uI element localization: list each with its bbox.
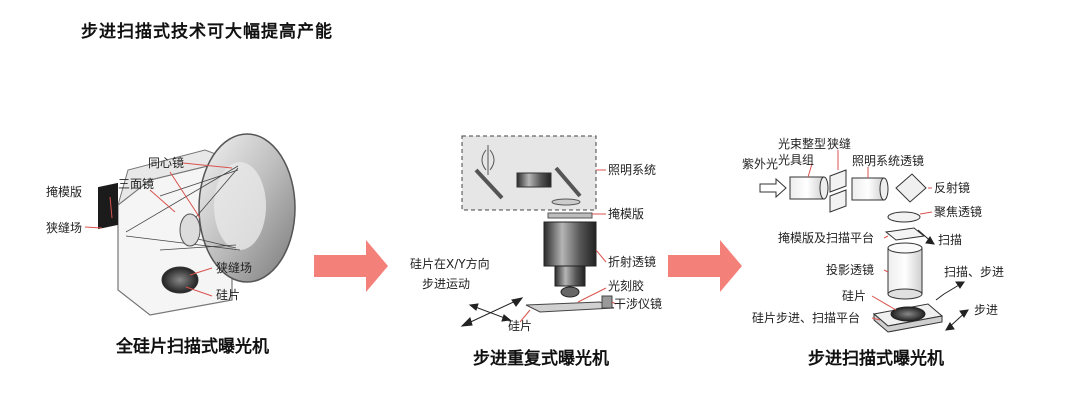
label-photoresist: 光刻胶 xyxy=(608,278,644,293)
label-leaders xyxy=(84,162,233,297)
caption-scanner: 步进扫描式曝光机 xyxy=(808,348,944,369)
label-projection-lens: 投影透镜 xyxy=(826,262,874,277)
illum-cylinder xyxy=(516,172,552,188)
label-stepper-mask: 掩模版 xyxy=(608,207,644,221)
stepper-leaders xyxy=(519,169,617,323)
lens-tip xyxy=(560,286,580,298)
dish-inner xyxy=(214,162,266,250)
panel-stepper: 照明系统 掩模版 折射透镜 光刻胶 干涉仪镜 硅片 硅片在X/Y方向 步进运动 … xyxy=(410,135,662,369)
label-illumination: 照明系统 xyxy=(608,163,656,177)
mask-plate xyxy=(98,182,118,230)
label-wafer: 硅片 xyxy=(216,288,240,302)
flow-arrow-2 xyxy=(668,240,742,292)
small-concentric-lens xyxy=(179,213,201,247)
scanner-projection-lens xyxy=(887,247,923,295)
label-beam-shaping-1: 光束整型 xyxy=(778,136,826,151)
proj-lens-top xyxy=(887,242,923,254)
focus-lens xyxy=(887,211,921,223)
scan-step-arrows xyxy=(935,281,969,331)
label-scanner-wafer: 硅片 xyxy=(842,289,866,303)
projection-lens-top xyxy=(543,221,597,267)
label-slit-field-right: 狭缝场 xyxy=(216,260,252,275)
label-illum-lens: 照明系统透镜 xyxy=(852,153,924,168)
caption-stepper: 步进重复式曝光机 xyxy=(473,348,609,369)
reflector-mirror xyxy=(895,173,927,203)
label-step: 步进 xyxy=(974,303,998,317)
slit-plate-bottom xyxy=(829,189,847,213)
label-slit: 狭缝 xyxy=(827,136,851,151)
lamp-icon xyxy=(481,145,495,175)
projection-lens-bottom xyxy=(554,265,586,287)
illum-lens-end xyxy=(879,177,889,201)
condenser-lens xyxy=(551,198,581,206)
panel-full-wafer: 同心镜 掩模版 三面镜 狭缝场 狭缝场 硅片 全硅片扫描式曝光机 xyxy=(46,133,296,357)
label-refractive-lens: 折射透镜 xyxy=(608,254,656,269)
wafer-stage xyxy=(525,301,615,313)
proj-lens-bottom xyxy=(887,288,923,300)
label-mask-stage: 掩模版及扫描平台 xyxy=(778,230,874,245)
label-concentric-mirror: 同心镜 xyxy=(148,155,184,170)
illum-mirror-right xyxy=(554,166,582,198)
scanner-leaders xyxy=(807,150,933,321)
interferometer-mirror xyxy=(601,295,613,309)
caption-full-wafer: 全硅片扫描式曝光机 xyxy=(115,336,269,357)
slit-plate-top xyxy=(829,169,847,193)
illum-lens-cylinder xyxy=(851,177,885,201)
illumination-box xyxy=(461,135,597,211)
label-beam-shaping-2: 光具组 xyxy=(778,153,814,167)
xy-move-arrows xyxy=(460,297,524,327)
uv-input-arrow xyxy=(759,177,787,199)
flow-arrow-1 xyxy=(314,240,388,292)
illum-mirror-left xyxy=(474,168,504,200)
label-reflector: 反射镜 xyxy=(934,180,970,195)
label-xy-move-2: 步进运动 xyxy=(422,277,470,291)
panel-scanner: 光束整型 光具组 狭缝 紫外光 照明系统透镜 反射镜 聚焦透镜 掩模版及扫描平台… xyxy=(742,136,1004,369)
stepper-mask xyxy=(547,212,593,219)
label-mask: 掩模版 xyxy=(46,185,82,199)
label-scan-step: 扫描、步进 xyxy=(944,265,1004,279)
label-three-mirror: 三面镜 xyxy=(118,176,154,191)
scanner-wafer xyxy=(890,306,926,322)
label-stepper-wafer: 硅片 xyxy=(508,319,532,333)
mask-stage-plate xyxy=(884,227,926,241)
label-uv-light: 紫外光 xyxy=(742,157,778,171)
scanner-wafer-stage-side xyxy=(873,312,943,333)
label-slit-field-left: 狭缝场 xyxy=(46,220,82,235)
label-interferometer: 干涉仪镜 xyxy=(614,296,662,311)
beam-shaping-cylinder xyxy=(789,176,825,200)
label-xy-move-1: 硅片在X/Y方向 xyxy=(410,256,490,271)
optical-rays xyxy=(125,165,241,251)
wafer-disk xyxy=(161,266,199,294)
scan-arrow xyxy=(917,229,935,245)
label-wafer-stage: 硅片步进、扫描平台 xyxy=(752,310,860,325)
page-title: 步进扫描式技术可大幅提高产能 xyxy=(81,22,333,42)
beam-shaping-end xyxy=(819,176,829,200)
label-focus-lens: 聚焦透镜 xyxy=(934,204,982,219)
label-scan: 扫描 xyxy=(938,233,962,247)
